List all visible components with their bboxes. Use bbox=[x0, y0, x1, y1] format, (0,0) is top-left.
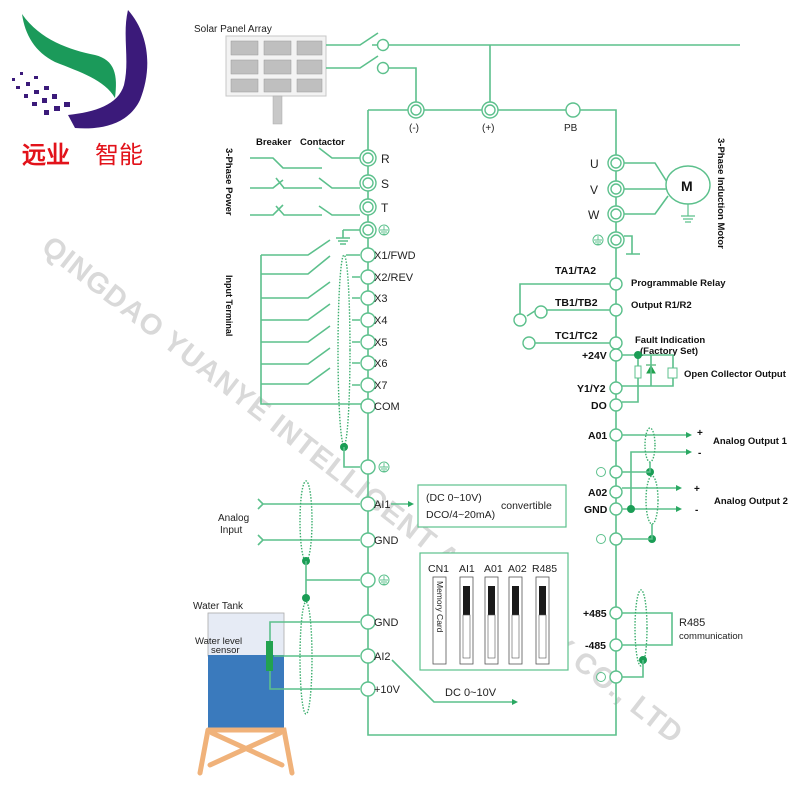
terminal-gnd2-label: GND bbox=[374, 617, 399, 629]
dip-switch-ai1[interactable] bbox=[459, 576, 474, 665]
memory-card-label: Memory Card bbox=[435, 581, 445, 633]
terminal-ai1-label: AI1 bbox=[374, 499, 391, 511]
dip-header-ai1: AI1 bbox=[459, 563, 475, 575]
rs485-label-1: R485 bbox=[679, 617, 705, 629]
terminal-485p-label: +485 bbox=[583, 608, 607, 620]
ao1-minus: - bbox=[698, 448, 701, 459]
terminal-x4-label: X4 bbox=[374, 315, 387, 327]
terminal-x1-label: X1/FWD bbox=[374, 250, 416, 262]
water-level-sensor bbox=[266, 641, 273, 671]
water-tank-icon bbox=[197, 612, 295, 776]
dip-header-a01: A01 bbox=[484, 563, 503, 575]
breaker-label: Breaker bbox=[256, 137, 292, 148]
ao1-plus: + bbox=[697, 428, 703, 439]
rs485-label-2: communication bbox=[679, 631, 743, 642]
analog-input-shield bbox=[299, 480, 313, 562]
ground-icon bbox=[596, 467, 606, 544]
dip-header-cn1: CN1 bbox=[428, 563, 449, 575]
analog-input-label-1: Analog bbox=[218, 513, 249, 524]
terminal-v-label: V bbox=[590, 183, 598, 197]
memory-card-slot bbox=[432, 576, 447, 665]
dip-header-a02: A02 bbox=[508, 563, 527, 575]
contactor-label: Contactor bbox=[300, 137, 345, 148]
input-shield bbox=[337, 254, 351, 446]
terminal-24v-label: +24V bbox=[582, 350, 607, 362]
analog-input-label-2: Input bbox=[220, 525, 242, 536]
dip-switch-r485[interactable] bbox=[535, 576, 550, 665]
water-tank-label: Water Tank bbox=[193, 601, 244, 612]
terminal-tb-label: TB1/TB2 bbox=[555, 297, 598, 309]
ground-icon bbox=[378, 574, 390, 586]
terminal-a01-label: A01 bbox=[588, 430, 607, 442]
terminal-x2-label: X2/REV bbox=[374, 272, 414, 284]
fault-label-1: Fault Indication bbox=[635, 335, 705, 346]
logo-dots bbox=[12, 72, 70, 115]
dc-bus-label-pb: PB bbox=[564, 123, 578, 134]
motor-symbol: M bbox=[681, 178, 693, 194]
logo-text-red: 远业 bbox=[22, 141, 70, 169]
analog-output-1-label: Analog Output 1 bbox=[713, 436, 788, 447]
ground-icon bbox=[592, 234, 604, 246]
relay-label-1: Programmable Relay bbox=[631, 278, 726, 289]
analog-input-spec-line1: (DC 0~10V) bbox=[426, 492, 482, 504]
terminal-do-label: DO bbox=[591, 400, 607, 412]
logo-green-leaf bbox=[22, 14, 116, 98]
terminal-x7-label: X7 bbox=[374, 380, 387, 392]
terminal-u-label: U bbox=[590, 157, 599, 171]
relay-label-2: Output R1/R2 bbox=[631, 300, 692, 311]
terminal-t-label: T bbox=[381, 201, 389, 215]
analog-output-2-label: Analog Output 2 bbox=[714, 496, 788, 507]
dc-bus-label-minus: (-) bbox=[409, 123, 419, 134]
terminal-10v-label: +10V bbox=[374, 684, 401, 696]
dc-bus-terminals bbox=[407, 101, 581, 119]
terminal-485n-label: -485 bbox=[585, 640, 606, 652]
dip-switch-a02[interactable] bbox=[508, 576, 523, 665]
input-terminal-circles bbox=[360, 247, 376, 475]
ground-icon bbox=[378, 224, 390, 236]
terminal-w-label: W bbox=[588, 208, 600, 222]
ground-icon bbox=[378, 461, 390, 473]
three-phase-power-label: 3-Phase Power bbox=[223, 148, 234, 216]
tank-shield bbox=[299, 601, 313, 715]
terminal-tc-label: TC1/TC2 bbox=[555, 330, 598, 342]
terminal-x5-label: X5 bbox=[374, 337, 387, 349]
terminal-s-label: S bbox=[381, 177, 389, 191]
power-input-terminals bbox=[359, 149, 377, 239]
terminal-x6-label: X6 bbox=[374, 358, 387, 370]
ao2-minus: - bbox=[695, 505, 698, 516]
terminal-ai2-label: AI2 bbox=[374, 651, 391, 663]
terminal-gnd-label: GND bbox=[374, 535, 399, 547]
analog-input-spec-box bbox=[417, 484, 567, 528]
ao2-plus: + bbox=[694, 484, 700, 495]
company-logo: 远业 智能 bbox=[12, 10, 148, 169]
solar-panel-icon bbox=[225, 35, 327, 125]
sensor-label-1: Water level bbox=[195, 636, 242, 647]
terminal-x3-label: X3 bbox=[374, 293, 387, 305]
terminal-a02-label: A02 bbox=[588, 487, 607, 499]
ground-icon bbox=[596, 672, 606, 682]
terminal-gnd3-label: GND bbox=[584, 504, 608, 516]
open-collector-label: Open Collector Output bbox=[684, 369, 787, 380]
dip-switch-a01[interactable] bbox=[484, 576, 499, 665]
logo-purple-swoosh bbox=[68, 10, 148, 129]
sensor-label-2: sensor bbox=[211, 645, 240, 656]
input-terminal-label: Input Terminal bbox=[224, 275, 234, 336]
fault-label-2: (Factory Set) bbox=[640, 346, 698, 357]
analog-input-spec-line2: DCO/4~20mA) bbox=[426, 509, 495, 521]
terminal-com-label: COM bbox=[374, 401, 400, 413]
terminal-ta-label: TA1/TA2 bbox=[555, 265, 596, 277]
motor-label: 3-Phase Induction Motor bbox=[715, 138, 726, 249]
dc-bus-label-plus: (+) bbox=[482, 123, 495, 134]
dc-output-label: DC 0~10V bbox=[445, 687, 497, 699]
terminal-y1y2-label: Y1/Y2 bbox=[577, 383, 606, 395]
terminal-r-label: R bbox=[381, 152, 390, 166]
solar-panel-label: Solar Panel Array bbox=[194, 24, 272, 35]
motor-icon: M bbox=[665, 165, 711, 223]
analog-input-spec-suffix: convertible bbox=[501, 500, 552, 512]
dip-header-r485: R485 bbox=[532, 563, 557, 575]
logo-text-red-2: 智能 bbox=[95, 141, 143, 169]
